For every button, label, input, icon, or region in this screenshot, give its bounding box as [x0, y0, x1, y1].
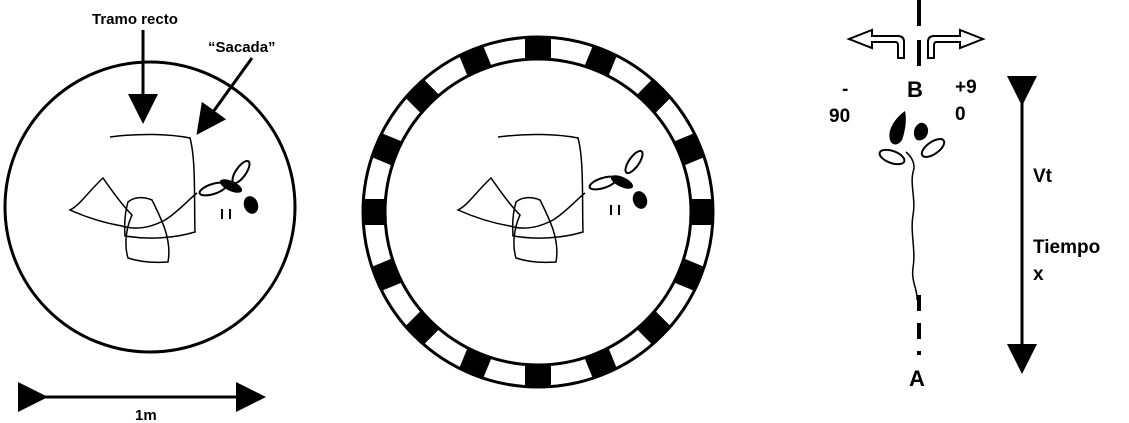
rim-pattern: [363, 37, 713, 387]
rim-block: [585, 348, 617, 378]
rim-block: [525, 37, 551, 59]
fly-icon-left: [198, 158, 261, 219]
middle-arena-inner-circle: [385, 59, 691, 365]
fly-icon-middle: [588, 148, 650, 215]
rim-block: [585, 45, 617, 75]
trajectory-path-middle: [458, 134, 585, 262]
rim-block: [405, 311, 439, 345]
label-vt: Vt: [1033, 166, 1053, 187]
left-arena-panel: Tramo recto “Sacada” 1m: [5, 11, 295, 423]
scale-bar-label: 1m: [135, 407, 157, 423]
label-b: B: [907, 77, 923, 102]
label-a: A: [909, 366, 925, 391]
label-plus-9: +9: [955, 77, 977, 98]
arrow-sacada: [200, 58, 252, 130]
turn-left-arrow-icon: [849, 30, 904, 58]
label-tiempo-x: x: [1033, 264, 1044, 285]
trajectory-path: [70, 134, 197, 262]
rim-block: [371, 133, 401, 165]
fly-icon-right: [878, 111, 947, 300]
label-tramo-recto: Tramo recto: [92, 11, 178, 28]
rim-block: [459, 45, 491, 75]
right-heading-panel: B - 90 +9 0 A Vt Tiempo x: [829, 0, 1100, 391]
label-minus-sign: -: [842, 79, 848, 100]
label-minus-90: 90: [829, 106, 850, 127]
rim-block: [371, 259, 401, 291]
rim-block: [637, 311, 671, 345]
label-tiempo: Tiempo: [1033, 237, 1100, 258]
rim-block: [525, 365, 551, 387]
rim-block: [637, 79, 671, 113]
turn-right-arrow-icon: [928, 30, 983, 58]
label-sacada: “Sacada”: [208, 39, 276, 56]
rim-block: [674, 259, 704, 291]
label-plus-0: 0: [955, 104, 966, 125]
rim-block: [459, 348, 491, 378]
rim-block: [363, 199, 385, 225]
rim-block: [691, 199, 713, 225]
rim-block: [405, 79, 439, 113]
middle-arena-panel: [363, 37, 713, 387]
rim-block: [674, 133, 704, 165]
